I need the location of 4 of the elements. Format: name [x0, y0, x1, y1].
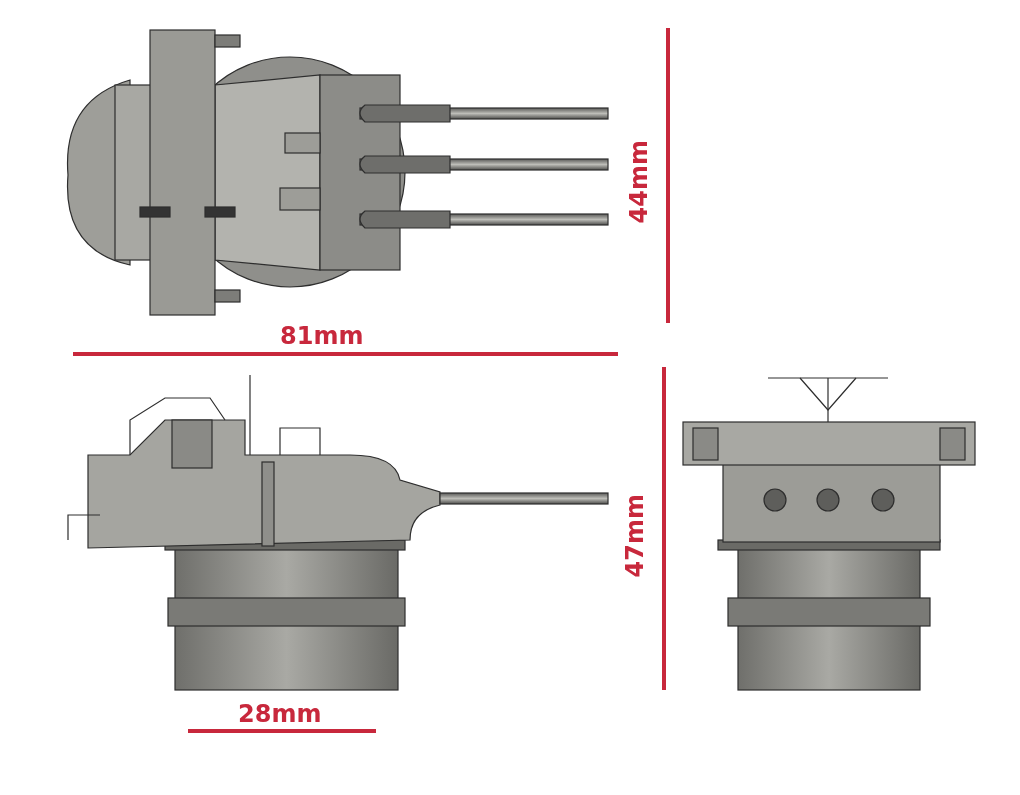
- dimension-label: 28mm: [238, 702, 322, 726]
- dimension-label: 44mm: [627, 140, 651, 224]
- dimension-label: 47mm: [623, 494, 647, 578]
- dimension-label: 81mm: [280, 324, 364, 348]
